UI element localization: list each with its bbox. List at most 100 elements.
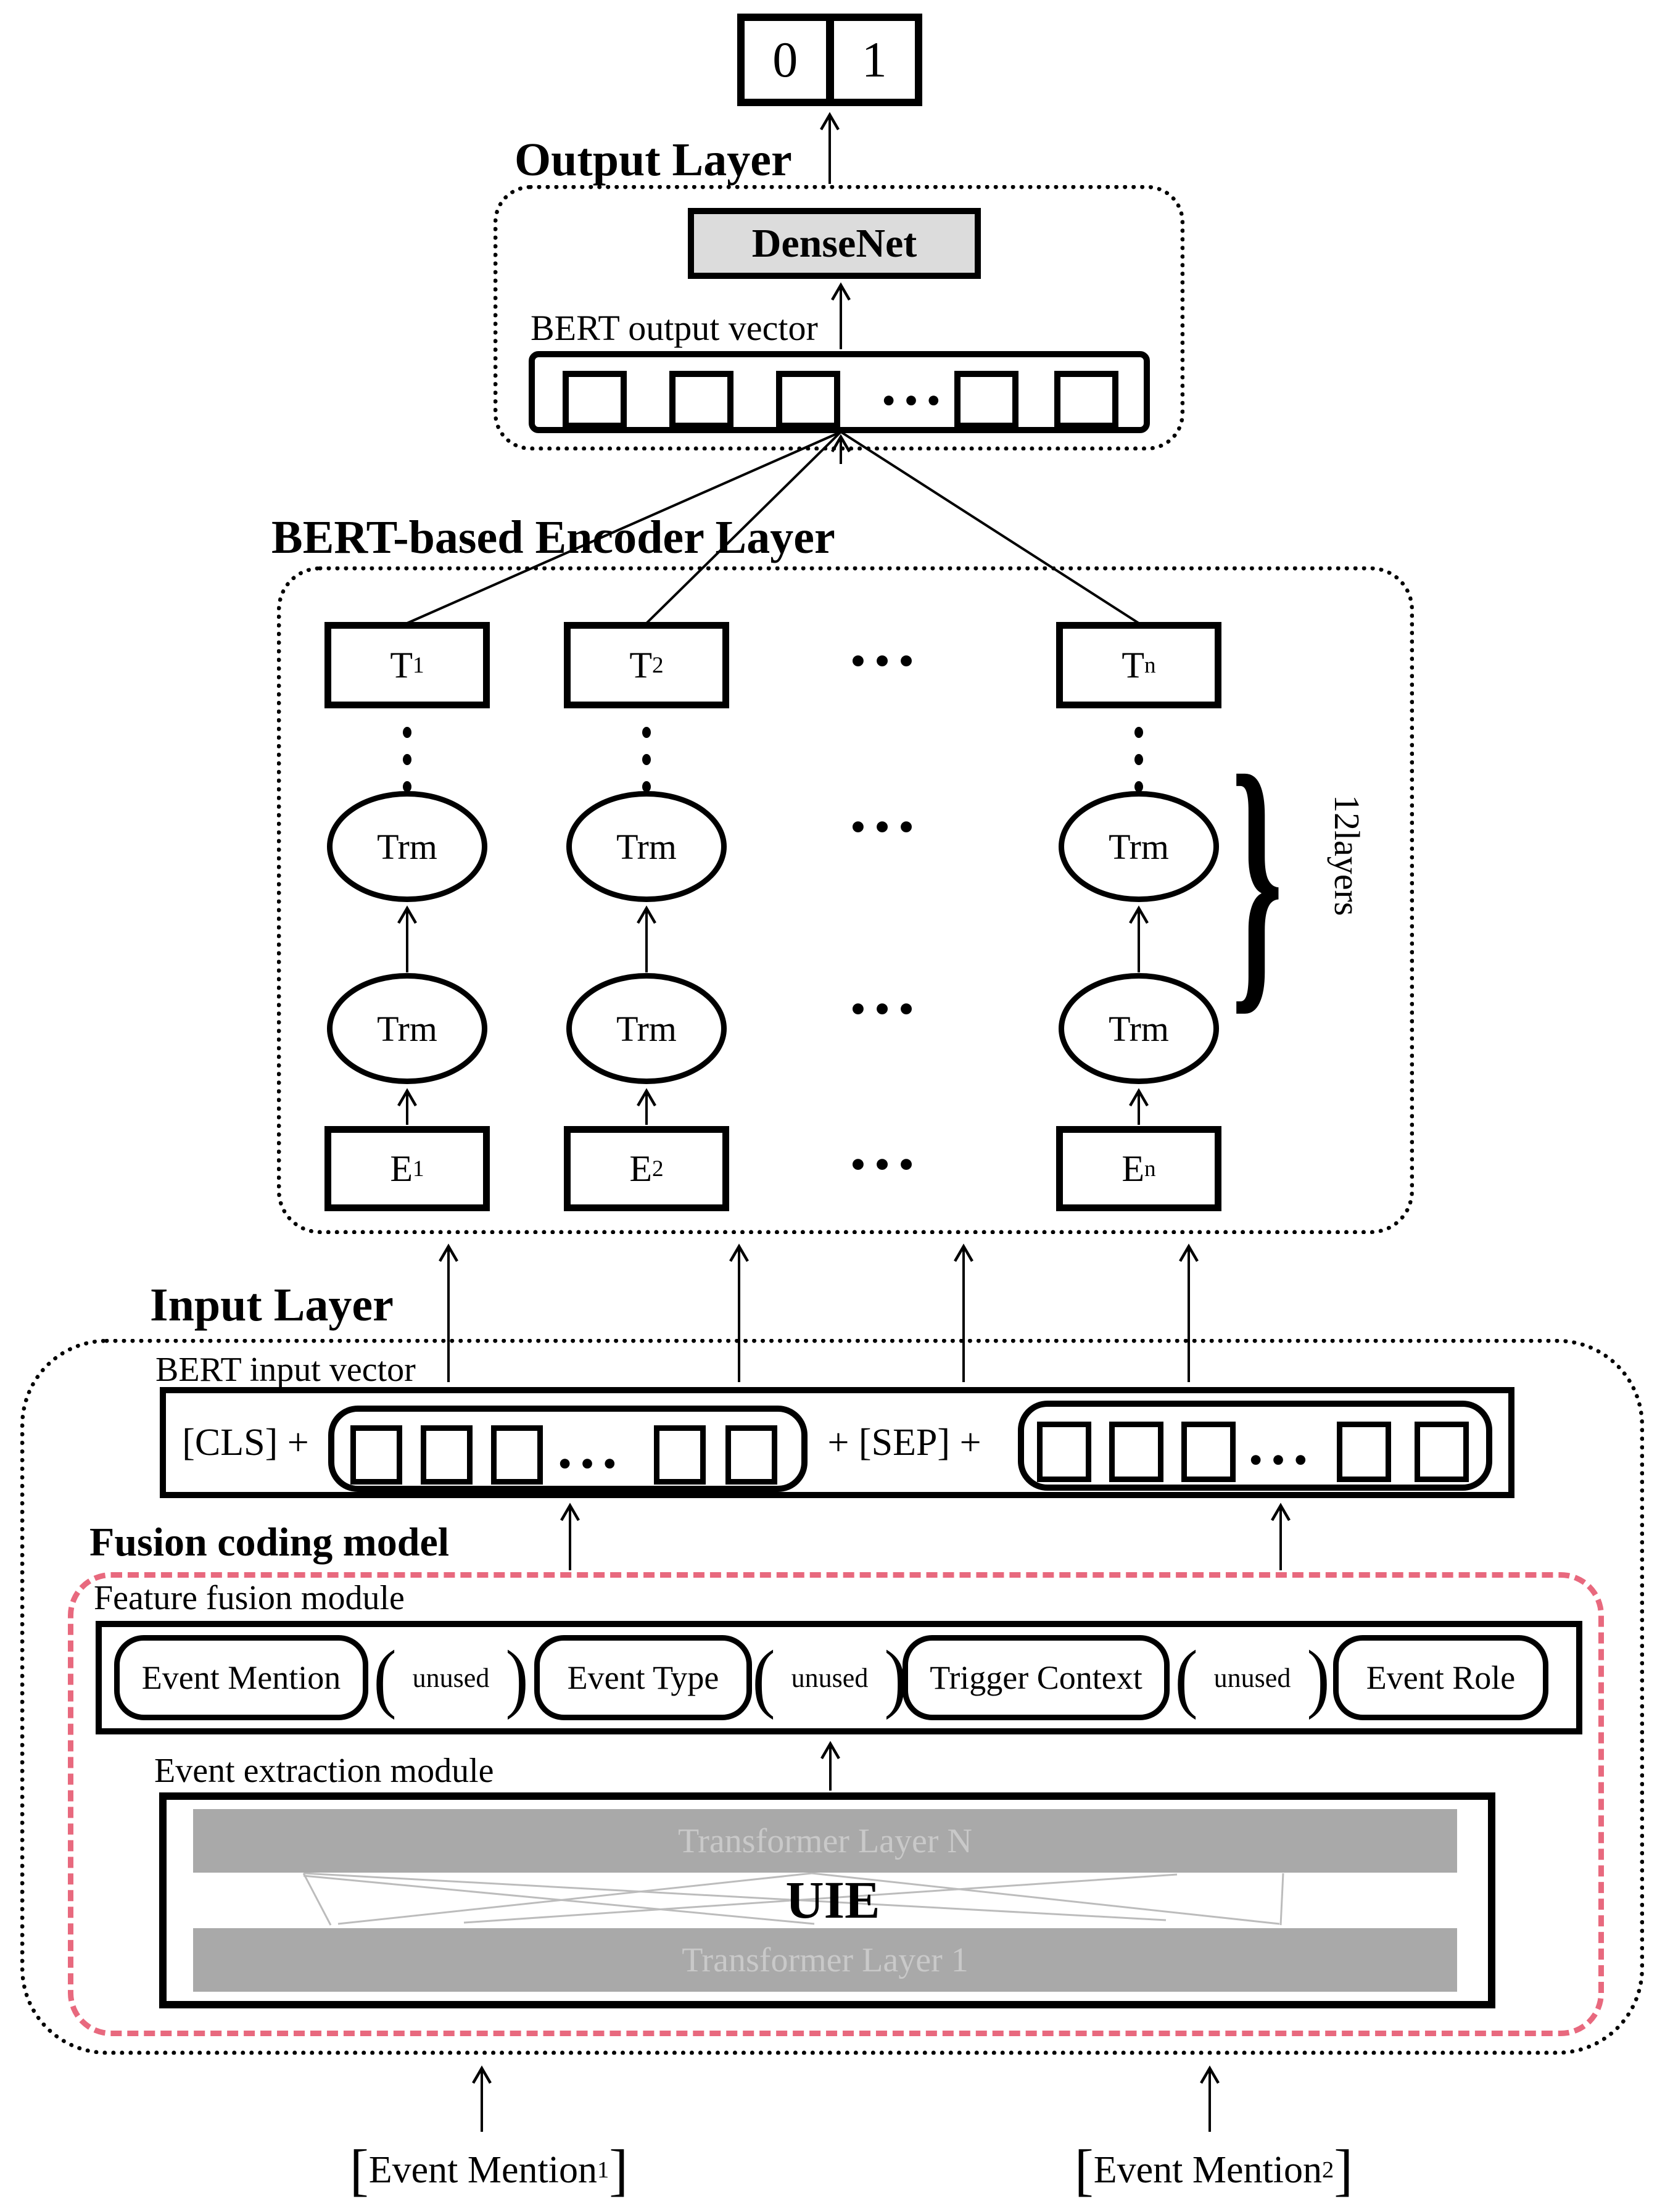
bert-output-vector-label: BERT output vector bbox=[531, 308, 818, 348]
e-subscript: 2 bbox=[652, 1156, 664, 1182]
input-vector-cell bbox=[1337, 1422, 1391, 1482]
vertical-ellipsis bbox=[642, 727, 651, 792]
sep-token-label: + [SEP] + bbox=[827, 1421, 981, 1464]
bracket-open: [ bbox=[1074, 2138, 1094, 2202]
output-layer-title: Output Layer bbox=[514, 134, 792, 186]
fusion-coding-model-title: Fusion coding model bbox=[89, 1520, 450, 1565]
mention-text: Event Mention bbox=[1093, 2148, 1322, 2191]
event-extraction-module-label: Event extraction module bbox=[154, 1752, 494, 1790]
output-vector-cell bbox=[1054, 371, 1118, 429]
paren-close: ) bbox=[505, 1634, 529, 1721]
mention-text: Event Mention bbox=[368, 2148, 597, 2191]
input-segment1-ellipsis: ••• bbox=[558, 1443, 626, 1484]
unused-label: unused bbox=[1213, 1662, 1291, 1693]
cls-token-label: [CLS] + bbox=[182, 1421, 309, 1464]
feature-fusion-module-label: Feature fusion module bbox=[94, 1579, 405, 1617]
trm-upper-2: Trm bbox=[566, 791, 727, 902]
layers-brace-label: 12layers bbox=[1327, 795, 1367, 916]
mention-subscript: 1 bbox=[597, 2157, 609, 2183]
fusion-coding-model-box bbox=[68, 1572, 1604, 2036]
transformer-layer-n-bar: Transformer Layer N bbox=[193, 1809, 1457, 1873]
trm-upper-1: Trm bbox=[327, 791, 487, 902]
t-label: T bbox=[390, 644, 413, 686]
transformer-layer-1-bar: Transformer Layer 1 bbox=[193, 1928, 1457, 1992]
e-label: E bbox=[1122, 1148, 1145, 1189]
event-extraction-box bbox=[159, 1792, 1495, 2008]
paren-open: ( bbox=[1175, 1634, 1198, 1721]
feature-event-role: Event Role bbox=[1333, 1635, 1548, 1720]
input-segment2-ellipsis: ••• bbox=[1249, 1439, 1317, 1480]
uie-label: UIE bbox=[785, 1870, 880, 1929]
encoder-ellipsis-trm-upper: ••• bbox=[851, 805, 923, 850]
output-vector-cell bbox=[776, 371, 840, 429]
input-segment-2: ••• bbox=[1018, 1401, 1492, 1491]
classifier-cell-0: 0 bbox=[745, 21, 834, 99]
input-layer-box bbox=[20, 1339, 1644, 2055]
trm-lower-2: Trm bbox=[566, 973, 727, 1084]
paren-open: ( bbox=[752, 1634, 775, 1721]
feature-event-type: Event Type bbox=[534, 1635, 752, 1720]
output-vector-cell bbox=[563, 371, 627, 429]
trm-lower-n: Trm bbox=[1059, 973, 1219, 1084]
output-layer-box bbox=[494, 185, 1184, 450]
brace-glyph: } bbox=[1231, 716, 1283, 1038]
encoder-ellipsis-trow: ••• bbox=[851, 639, 923, 684]
unused-label: unused bbox=[791, 1662, 869, 1693]
vertical-ellipsis bbox=[1134, 727, 1143, 792]
input-vector-cell bbox=[725, 1425, 777, 1485]
bracket-open: [ bbox=[349, 2138, 369, 2202]
layers-brace: } bbox=[1196, 723, 1319, 1032]
feature-fusion-box bbox=[96, 1621, 1582, 1734]
input-vector-cell bbox=[1181, 1422, 1236, 1482]
t-subscript: n bbox=[1144, 652, 1156, 678]
bert-input-vector-label: BERT input vector bbox=[155, 1351, 416, 1389]
output-vector-cell bbox=[669, 371, 733, 429]
input-layer-title: Input Layer bbox=[150, 1279, 394, 1331]
unused-label: unused bbox=[412, 1662, 490, 1693]
feature-event-mention: Event Mention bbox=[114, 1635, 368, 1720]
input-vector-cell bbox=[491, 1425, 543, 1485]
bracket-close: ] bbox=[609, 2138, 629, 2202]
classifier-cell-1: 1 bbox=[861, 31, 887, 88]
e-subscript: 1 bbox=[413, 1156, 424, 1182]
output-vector-ellipsis: ••• bbox=[882, 380, 950, 421]
e-label: E bbox=[390, 1148, 413, 1189]
vertical-ellipsis bbox=[403, 727, 411, 792]
t-label: T bbox=[1122, 644, 1145, 686]
input-vector-cell bbox=[1037, 1422, 1091, 1482]
bert-input-vector-box bbox=[160, 1387, 1514, 1498]
t-label: T bbox=[629, 644, 653, 686]
encoder-layer-box bbox=[277, 566, 1414, 1234]
t-subscript: 2 bbox=[652, 652, 664, 678]
classifier-output-box: 0 1 bbox=[737, 14, 922, 106]
input-vector-cell bbox=[421, 1425, 473, 1485]
encoder-ellipsis-trm-lower: ••• bbox=[851, 987, 923, 1032]
feature-trigger-context: Trigger Context bbox=[903, 1635, 1170, 1720]
unused-token-3: ( unused ) bbox=[1175, 1639, 1329, 1716]
unused-token-1: ( unused ) bbox=[373, 1639, 528, 1716]
output-vector-cell bbox=[954, 371, 1018, 429]
densenet-box: DenseNet bbox=[688, 208, 981, 279]
input-segment-1: ••• bbox=[328, 1406, 808, 1492]
encoder-layer-title: BERT-based Encoder Layer bbox=[271, 512, 835, 563]
input-vector-cell bbox=[350, 1425, 402, 1485]
mention-subscript: 2 bbox=[1322, 2157, 1334, 2183]
e-subscript: n bbox=[1144, 1156, 1156, 1182]
unused-token-2: ( unused ) bbox=[752, 1639, 907, 1716]
input-vector-cell bbox=[1109, 1422, 1163, 1482]
bert-output-vector-box: ••• bbox=[529, 351, 1150, 433]
bracket-close: ] bbox=[1334, 2138, 1353, 2202]
input-vector-cell bbox=[1415, 1422, 1469, 1482]
paren-open: ( bbox=[373, 1634, 397, 1721]
trm-lower-1: Trm bbox=[327, 973, 487, 1084]
encoder-ellipsis-erow: ••• bbox=[851, 1142, 923, 1187]
e-label: E bbox=[629, 1148, 653, 1189]
